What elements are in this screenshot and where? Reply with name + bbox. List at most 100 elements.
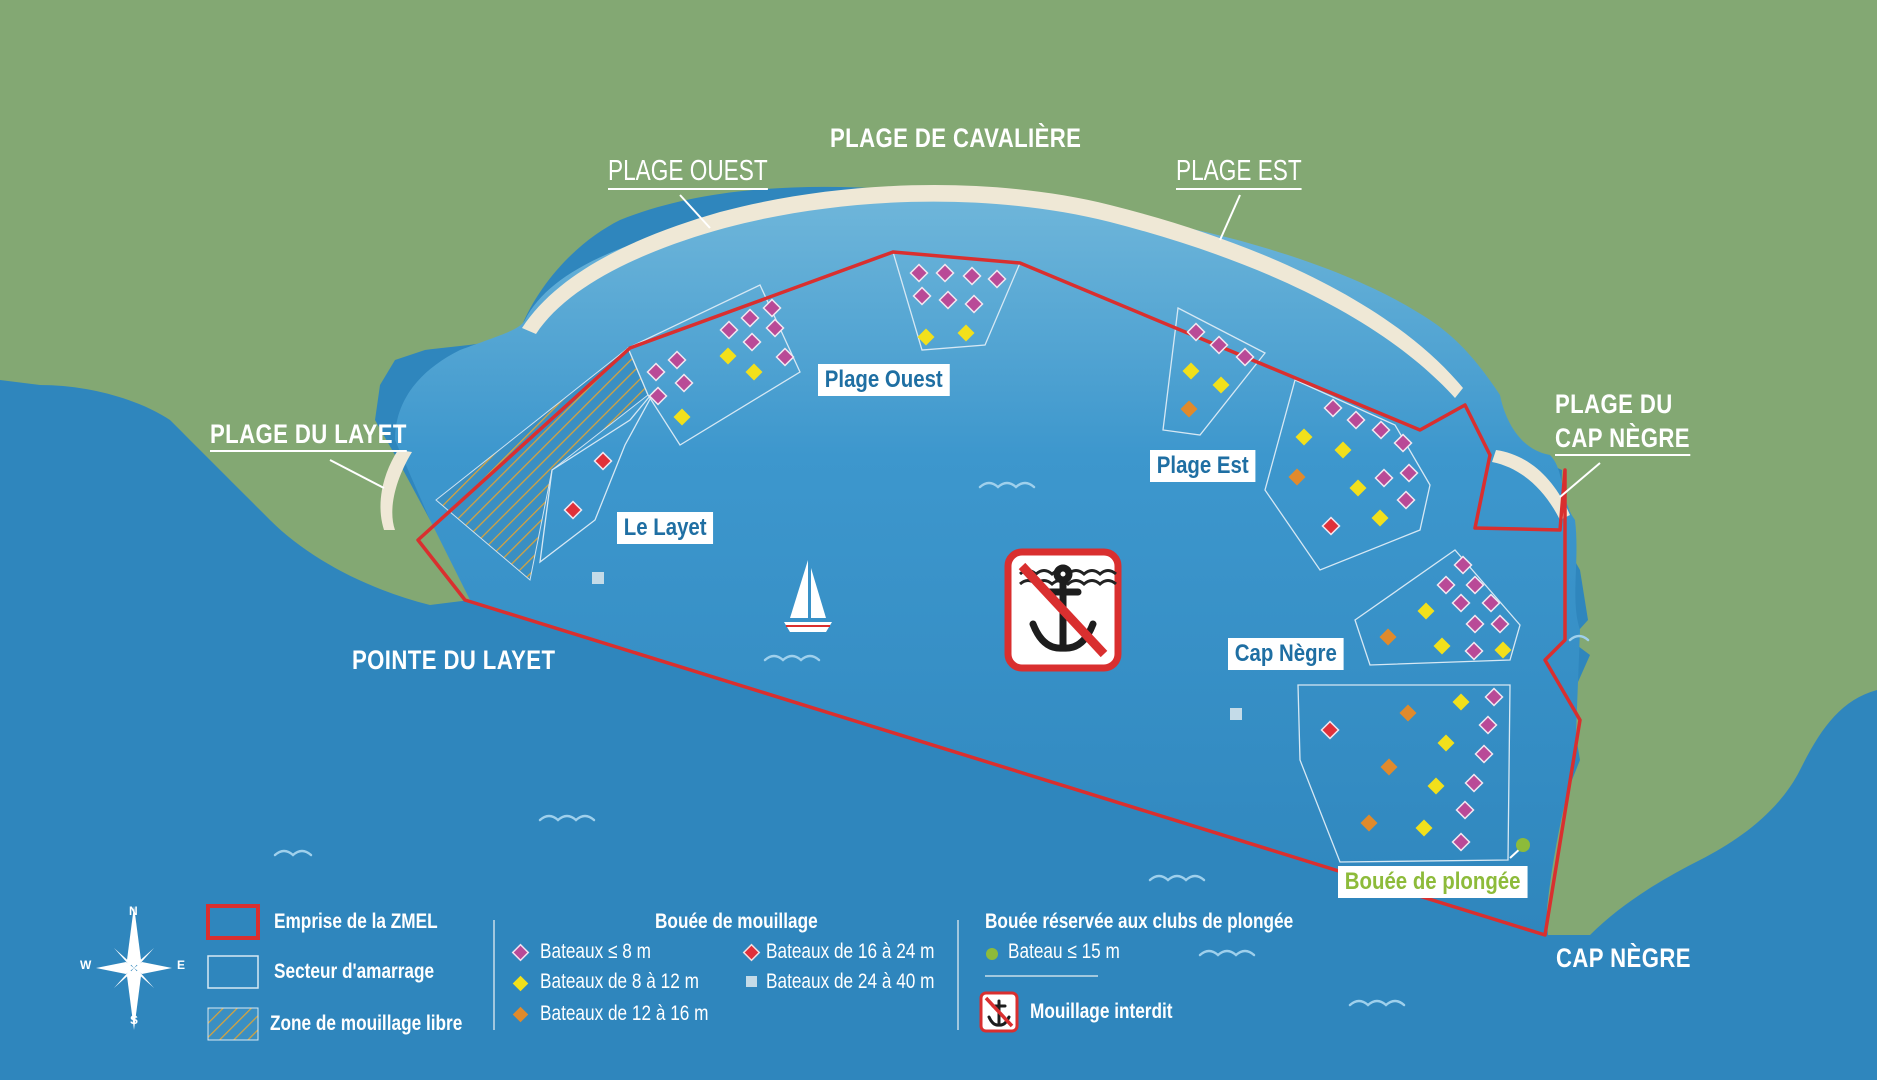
wave-mark [763,654,821,662]
buoy-marker [1235,347,1255,367]
beach-cap-negre [1492,450,1570,520]
buoy-marker [1417,602,1435,620]
label-sector-cap-negre: Cap Nègre [1228,638,1344,671]
legend-buoy-8-12 [512,975,529,992]
buoy-marker [1484,687,1504,707]
leader-plage-est [1219,194,1241,241]
buoy-marker [1437,734,1455,752]
no-anchoring-icon [1004,548,1122,672]
buoy-marker [935,263,955,283]
legend-b8-12: Bateaux de 8 à 12 m [540,970,699,993]
beach-layet [380,450,412,530]
buoy-marker [1323,398,1343,418]
buoy-marker [648,386,668,406]
wave-mark [978,481,1036,489]
label-plage-cap-negre-2: CAP NÈGRE [1555,424,1690,457]
wave-mark [1148,874,1206,882]
buoy-marker [1371,509,1389,527]
buoy-marker [1380,758,1398,776]
wave-mark [538,814,596,822]
buoy-marker [1374,468,1394,488]
legend-buoy-12-16 [512,1006,529,1023]
buoy-marker [1455,800,1475,820]
buoy-marker [593,451,613,471]
buoy-marker [912,286,932,306]
buoy-marker [938,290,958,310]
buoy-marker-large [1230,708,1242,720]
buoy-marker [762,298,782,318]
compass-rose-icon [96,906,172,1030]
buoy-marker [742,332,762,352]
buoy-marker [1453,555,1473,575]
label-sector-plage-est: Plage Est [1150,450,1256,483]
compass-n: N [129,904,138,918]
legend-bouee-title: Bouée de mouillage [655,910,818,933]
sector-le-layet [539,389,656,564]
legend-b24-40: Bateaux de 24 à 40 m [766,970,935,993]
label-sector-le-layet: Le Layet [617,512,714,545]
legend-secteur: Secteur d'amarrage [274,960,435,983]
buoy-marker [1415,819,1433,837]
sector-plage-est-w [1162,306,1266,436]
buoy-marker [1399,463,1419,483]
buoy-marker [1494,641,1512,659]
legend-swatch-secteur [207,955,259,989]
buoy-marker [745,363,763,381]
legend-b16-24: Bateaux de 16 à 24 m [766,940,935,963]
buoy-marker [719,347,737,365]
legend-b12-16: Bateaux de 12 à 16 m [540,1002,709,1025]
buoy-marker [1321,516,1341,536]
buoy-marker [1346,410,1366,430]
buoy-marker [1465,614,1485,634]
buoy-marker [1393,433,1413,453]
legend-interdit: Mouillage interdit [1030,1000,1173,1023]
legend-no-anchoring-icon [979,991,1019,1033]
buoy-marker [1451,593,1471,613]
free-anchoring-zone [435,347,649,581]
wave-mark [1198,949,1256,957]
sector-cap-negre-n [1354,549,1521,666]
compass-e: E [177,958,186,972]
buoy-marker [673,408,691,426]
buoy-marker [646,362,666,382]
legend-swatch-zone-libre [207,1007,259,1041]
buoy-marker-large [592,572,604,584]
buoy-marker [1209,335,1229,355]
buoy-marker [1464,773,1484,793]
label-plage-cap-negre-1: PLAGE DU [1555,389,1673,419]
buoy-marker [1320,720,1340,740]
legend-buoy-le8 [511,943,530,962]
buoy-marker [964,294,984,314]
legend-swatch-emprise [206,904,260,940]
buoy-marker [1465,575,1485,595]
legend-buoy-16-24 [742,943,761,962]
label-plage-cavaliere: PLAGE DE CAVALIÈRE [830,123,1082,153]
buoy-marker [1427,777,1445,795]
buoy-marker [740,308,760,328]
legend-b15: Bateau ≤ 15 m [1008,940,1120,963]
buoy-marker [775,347,795,367]
label-bouee-plongee: Bouée de plongée [1338,866,1528,899]
legend-plongee-title: Bouée réservée aux clubs de plongée [985,910,1294,933]
compass-s: S [130,1013,139,1027]
buoy-marker [674,373,694,393]
label-sector-plage-ouest: Plage Ouest [818,364,950,397]
bay-water [395,197,1580,936]
buoy-marker [1186,322,1206,342]
buoy-marker [765,318,785,338]
label-cap-negre: CAP NÈGRE [1556,943,1691,973]
buoy-marker [1464,641,1484,661]
buoy-marker [962,266,982,286]
leader-plage-ouest [679,194,711,229]
buoy-marker [1490,614,1510,634]
buoy-marker [1379,628,1397,646]
buoy-marker [1396,490,1416,510]
sailboat-icon [784,560,832,632]
buoy-marker [563,500,583,520]
buoy-marker [1399,704,1417,722]
buoy-marker [1451,832,1471,852]
buoy-marker [957,324,975,342]
buoy-marker [917,328,935,346]
dive-buoy-marker [1516,838,1530,852]
buoy-marker [1481,593,1501,613]
